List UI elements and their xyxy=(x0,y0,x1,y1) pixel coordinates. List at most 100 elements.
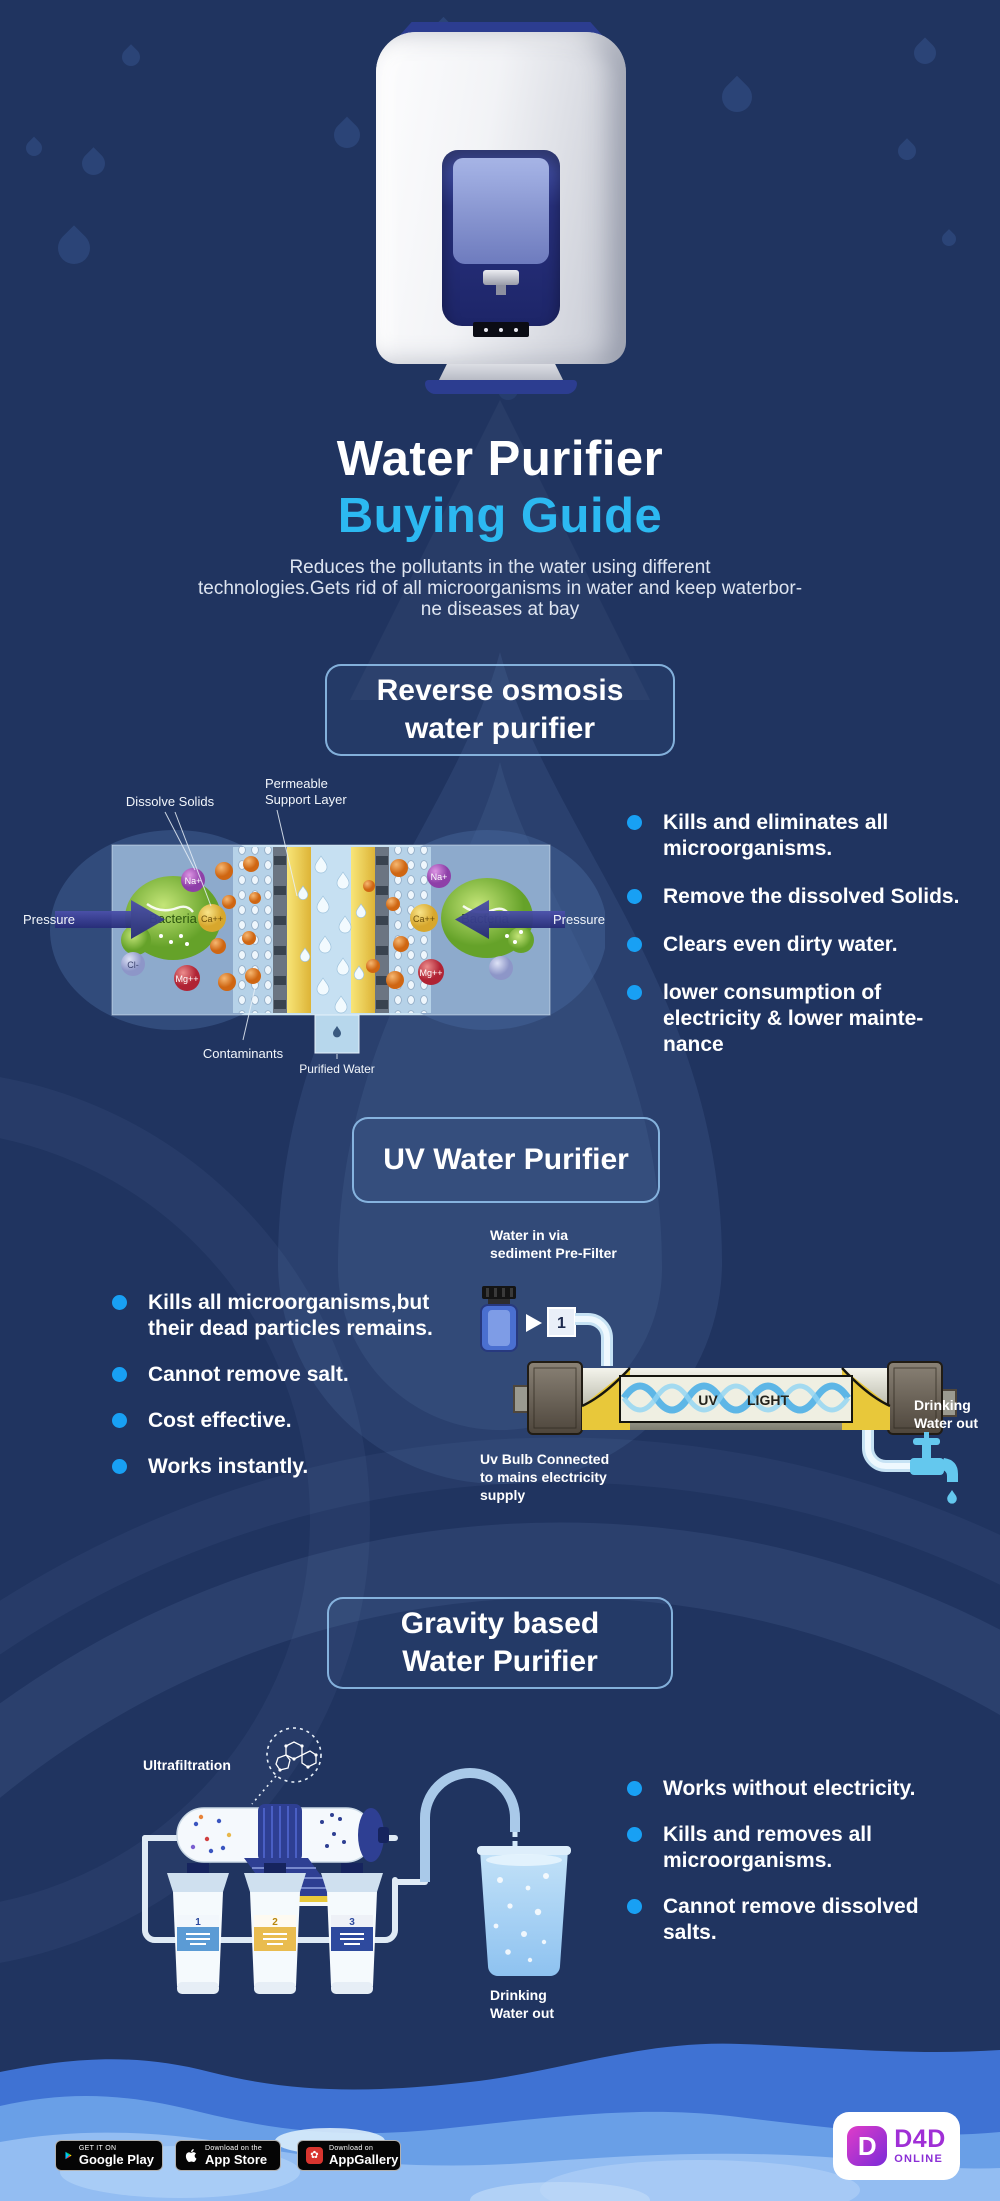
svg-text:1: 1 xyxy=(195,1917,201,1928)
ro-bacteria-left: Bacteria xyxy=(121,876,221,960)
page-title-line2: Buying Guide xyxy=(337,489,663,543)
svg-text:Dissolve Solids: Dissolve Solids xyxy=(126,794,215,809)
svg-text:Na+: Na+ xyxy=(431,872,448,882)
svg-text:Purified Water: Purified Water xyxy=(299,1062,375,1076)
google-play-icon xyxy=(65,2151,72,2160)
svg-text:3: 3 xyxy=(349,1917,355,1928)
bullet-dot-icon xyxy=(112,1459,127,1474)
svg-text:Mg++: Mg++ xyxy=(175,974,198,984)
gravity-purifier-diagram: 1 2 3 Ultrafiltration Drinking xyxy=(142,1727,571,2021)
badge-bottom-text: Google Play xyxy=(78,2151,154,2167)
bullet-dot-icon xyxy=(627,1827,642,1842)
svg-text:Pressure: Pressure xyxy=(23,912,75,927)
product-tap xyxy=(483,270,519,285)
svg-text:Pressure: Pressure xyxy=(553,912,605,927)
badge-bottom-text: App Store xyxy=(205,2151,268,2167)
list-item: Works without electricity. xyxy=(627,1776,927,1802)
svg-text:2: 2 xyxy=(272,1917,278,1928)
uv-tube: UV LIGHT xyxy=(513,1361,957,1435)
bullet-dot-icon xyxy=(112,1413,127,1428)
svg-text:Support Layer: Support Layer xyxy=(265,792,347,807)
app-gallery-icon: ✿ xyxy=(306,2147,323,2164)
ultrafiltration-magnifier xyxy=(251,1727,322,1805)
svg-text:UV: UV xyxy=(698,1392,718,1408)
gravity-bullet-text: Works without electricity. xyxy=(663,1777,916,1800)
uv-diagram-labels: Water in via sediment Pre-Filter Drinkin… xyxy=(480,1227,978,1503)
svg-text:Ca++: Ca++ xyxy=(201,914,223,924)
page-title-line1: Water Purifier xyxy=(336,432,664,486)
svg-text:Mg++: Mg++ xyxy=(419,968,442,978)
ro-pressure-arrow-left xyxy=(55,900,165,939)
badge-text: Download on AppGallery xyxy=(329,2145,398,2167)
d4d-logo-text: D4D ONLINE xyxy=(894,2127,946,2165)
apple-icon xyxy=(185,2149,197,2163)
ro-bullet-text: Clears even dirty water. xyxy=(663,933,898,956)
list-item: Cannot remove dissolved salts. xyxy=(627,1894,927,1946)
svg-text:Ultrafiltration: Ultrafiltration xyxy=(143,1757,231,1773)
list-item: Kills all microorganisms,but their dead … xyxy=(112,1290,462,1342)
ro-bullet-text: lower consumption of electricity & lower… xyxy=(663,981,924,1056)
svg-text:Ca++: Ca++ xyxy=(413,914,435,924)
badge-top-text: GET IT ON xyxy=(78,2144,117,2152)
filter-canister-3: 3 xyxy=(321,1863,383,1994)
d4d-subtitle: ONLINE xyxy=(894,2153,943,2165)
uv-outlet-pipe xyxy=(862,1430,912,1472)
faucet-icon xyxy=(910,1432,958,1504)
filter-canister-1: 1 xyxy=(167,1863,229,1994)
list-item: Remove the dissolved Solids. xyxy=(627,884,975,910)
ro-ions-right: Na+ Ca++ Mg++ xyxy=(363,859,513,989)
filter-canister-2: 2 xyxy=(244,1863,306,1994)
badge-text: GET IT ON Google Play xyxy=(79,2145,154,2167)
google-play-badge[interactable]: GET IT ON Google Play xyxy=(55,2140,163,2171)
bullet-dot-icon xyxy=(627,1781,642,1796)
svg-text:to mains electricity: to mains electricity xyxy=(480,1469,607,1485)
svg-text:Water out: Water out xyxy=(490,2005,554,2021)
water-purifier-product-image xyxy=(376,22,626,394)
svg-text:Na+: Na+ xyxy=(185,876,202,886)
list-item: Cost effective. xyxy=(112,1408,462,1434)
uv-bullet-text: Cost effective. xyxy=(148,1409,292,1432)
gravity-diagram-labels: Ultrafiltration Drinking Water out xyxy=(143,1757,554,2021)
svg-text:Water out: Water out xyxy=(914,1415,978,1431)
badge-top-text: Download on xyxy=(329,2144,374,2152)
svg-text:supply: supply xyxy=(480,1487,525,1503)
svg-text:Drinking: Drinking xyxy=(490,1987,547,2003)
svg-text:Permeable: Permeable xyxy=(265,776,328,791)
bullet-dot-icon xyxy=(627,937,642,952)
ro-diagram-labels: Dissolve Solids Permeable Support Layer … xyxy=(23,776,605,1076)
list-item: Kills and eliminates all microorganisms. xyxy=(627,810,975,862)
ro-bullet-list: Kills and eliminates all microorganisms.… xyxy=(627,810,975,1058)
ro-membrane-left xyxy=(233,847,311,1013)
gravity-bullet-text: Cannot remove dissolved salts. xyxy=(663,1895,919,1944)
uv-purifier-diagram: 1 UV LIGHT xyxy=(480,1227,978,1504)
section-badge-reverse-osmosis: Reverse osmosis water purifier xyxy=(325,664,675,756)
badge-text: Download on the App Store xyxy=(205,2145,267,2167)
ro-badge-line2: water purifier xyxy=(404,712,596,745)
d4d-online-logo[interactable]: D D4D ONLINE xyxy=(833,2112,960,2180)
subtitle-line1: Reduces the pollutants in the water usin… xyxy=(289,557,711,578)
bullet-dot-icon xyxy=(627,889,642,904)
page-subtitle: Reduces the pollutants in the water usin… xyxy=(0,557,1000,620)
uv-bullet-list: Kills all microorganisms,but their dead … xyxy=(112,1290,462,1480)
app-store-badge[interactable]: Download on the App Store xyxy=(175,2140,281,2171)
gravity-bullet-text: Kills and removes all microorganisms. xyxy=(663,1823,872,1872)
product-control-panel xyxy=(473,322,529,337)
d4d-logo-icon: D xyxy=(847,2126,888,2166)
drinking-glass-icon xyxy=(477,1846,571,1976)
uv-bullet-text: Cannot remove salt. xyxy=(148,1363,349,1386)
uv-badge-label: UV Water Purifier xyxy=(383,1142,629,1176)
svg-text:Bacteria: Bacteria xyxy=(149,911,197,926)
svg-text:Uv Bulb Connected: Uv Bulb Connected xyxy=(480,1451,609,1467)
reverse-osmosis-diagram: Bacteria Bacteria Na+ Ca++ Cl- Mg++ xyxy=(23,776,605,1076)
bullet-dot-icon xyxy=(627,815,642,830)
uv-bullet-text: Kills all microorganisms,but their dead … xyxy=(148,1291,433,1340)
list-item: Kills and removes all microorganisms. xyxy=(627,1822,927,1874)
ro-purified-water-outlet xyxy=(314,1014,360,1054)
uv-prefilter-icon xyxy=(480,1286,518,1352)
gravity-badge-line2: Water Purifier xyxy=(402,1645,598,1678)
badge-bottom-text: AppGallery xyxy=(329,2151,399,2167)
ro-bullet-text: Remove the dissolved Solids. xyxy=(663,885,960,908)
section-badge-gravity: Gravity based Water Purifier xyxy=(327,1597,673,1689)
app-gallery-badge[interactable]: ✿ Download on AppGallery xyxy=(297,2140,401,2171)
